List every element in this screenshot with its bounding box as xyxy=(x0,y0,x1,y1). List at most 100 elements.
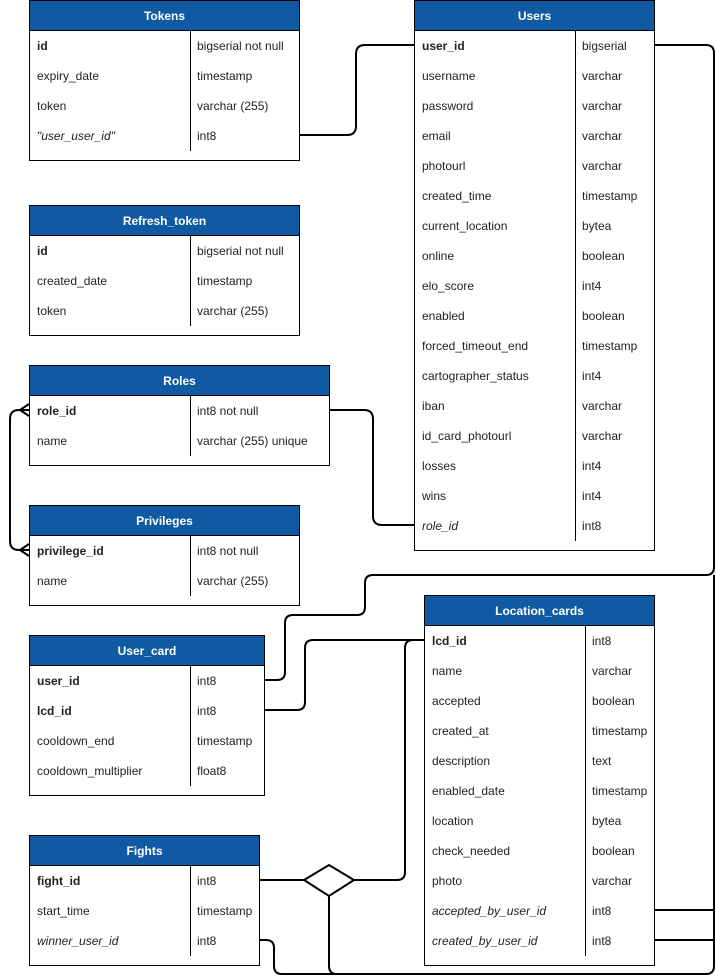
field-name: created_at xyxy=(432,724,489,738)
field-type: int4 xyxy=(582,279,602,293)
field-type: int8 xyxy=(592,904,612,918)
column-divider xyxy=(190,31,191,151)
field-name: lcd_id xyxy=(37,704,72,718)
field-type: bigserial not null xyxy=(197,244,284,258)
field-name: role_id xyxy=(422,519,459,533)
field-name: name xyxy=(432,664,463,678)
field-type: int8 xyxy=(592,934,612,948)
field-type: varchar (255) xyxy=(197,99,269,113)
column-divider xyxy=(190,396,191,456)
field-type: int4 xyxy=(582,489,602,503)
field-type: boolean xyxy=(592,844,635,858)
field-type: bytea xyxy=(592,814,622,828)
field-type: varchar xyxy=(582,159,623,173)
field-name: accepted_by_user_id xyxy=(432,904,547,918)
field-type: varchar xyxy=(582,399,623,413)
relationship-diamond xyxy=(302,863,356,898)
column-divider xyxy=(190,866,191,956)
field-row[interactable]: "user_user_id"int8 xyxy=(30,121,299,151)
field-name: iban xyxy=(422,399,445,413)
field-type: timestamp xyxy=(592,724,648,738)
entity-title: Users xyxy=(415,1,654,31)
field-row[interactable]: accepted_by_user_id int8 xyxy=(425,896,654,926)
field-type: int8 not null xyxy=(197,544,259,558)
field-row[interactable]: user_id bigserial xyxy=(415,31,654,61)
field-name: email xyxy=(422,129,451,143)
field-type: timestamp xyxy=(592,784,648,798)
field-type: int8 xyxy=(197,934,217,948)
field-row[interactable]: wins int4 xyxy=(415,481,654,511)
field-name: user_id xyxy=(422,39,465,53)
field-name: password xyxy=(422,99,474,113)
link-diamond-bottom xyxy=(328,575,715,975)
field-type: varchar xyxy=(592,874,633,888)
field-type: bigserial xyxy=(582,39,627,53)
entity-title: Fights xyxy=(30,836,259,866)
entity-title: Tokens xyxy=(30,1,299,31)
field-name: wins xyxy=(422,489,447,503)
field-name: id xyxy=(37,244,48,258)
field-row[interactable]: created_at timestamp xyxy=(425,716,654,746)
link-locationcards-usercard xyxy=(265,639,424,711)
field-type: bytea xyxy=(582,219,612,233)
column-divider xyxy=(585,626,586,956)
link-diamond-locationcards xyxy=(354,639,424,881)
field-name: "user_user_id" xyxy=(37,129,115,143)
field-name: accepted xyxy=(432,694,481,708)
field-row[interactable]: iban varchar xyxy=(415,391,654,421)
field-row[interactable]: id bigserial not null xyxy=(30,236,299,266)
